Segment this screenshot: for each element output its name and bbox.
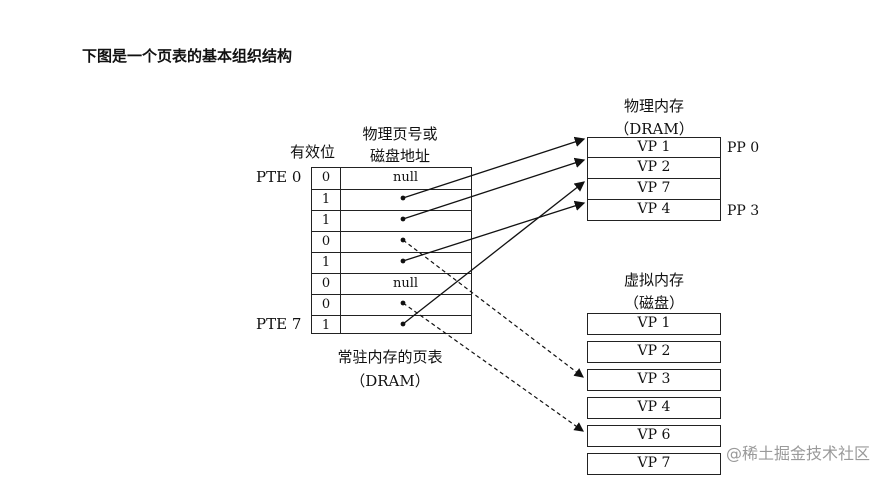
virtual-page: VP 2 xyxy=(587,341,721,363)
arrow-pte1-vp1 xyxy=(402,136,586,199)
valid-bit-cell: 1 xyxy=(312,316,341,334)
phys-page-label-line2: 磁盘地址 xyxy=(369,147,430,165)
valid-bit-cell: 1 xyxy=(312,253,341,273)
virtual-memory-title: 虚拟内存 xyxy=(623,271,684,289)
pointer-dot xyxy=(400,195,406,201)
pointer-dot xyxy=(400,300,406,306)
phys-page-label-line1: 物理页号或 xyxy=(362,125,438,143)
page-table: 0 null 1 1 0 1 0 null 0 1 xyxy=(311,167,472,334)
table-row: 1 xyxy=(312,315,471,334)
table-row: 0 null xyxy=(312,273,471,294)
address-cell: null xyxy=(392,276,419,291)
page-table-caption-line1: 常驻内存的页表 xyxy=(337,348,443,366)
physical-page: VP 1 xyxy=(587,137,721,158)
physical-page: VP 7 xyxy=(587,179,721,200)
valid-bit-cell: 0 xyxy=(312,295,341,315)
table-row: 0 null xyxy=(312,168,471,189)
physical-memory-subtitle: （DRAM） xyxy=(614,120,694,138)
physical-memory-title: 物理内存 xyxy=(623,97,684,115)
arrow-pte7-vp7 xyxy=(402,181,586,325)
virtual-page: VP 3 xyxy=(587,369,721,391)
pointer-dot xyxy=(400,216,406,222)
table-row: 1 xyxy=(312,210,471,231)
page-table-caption-line2: （DRAM） xyxy=(350,372,430,390)
arrow-pte4-vp4 xyxy=(402,200,586,262)
virtual-page: VP 1 xyxy=(587,313,721,335)
virtual-page: VP 7 xyxy=(587,453,721,475)
physical-page: VP 2 xyxy=(587,158,721,179)
pp0-label: PP 0 xyxy=(727,140,760,156)
pointer-dot xyxy=(400,258,406,264)
arrow-pte6-vp6 xyxy=(402,302,584,432)
table-row: 0 xyxy=(312,231,471,252)
address-cell: null xyxy=(392,170,419,185)
valid-bit-cell: 0 xyxy=(312,168,341,189)
virtual-memory-subtitle: （磁盘） xyxy=(623,294,684,312)
valid-bit-cell: 1 xyxy=(312,211,341,231)
table-row: 0 xyxy=(312,294,471,315)
pte7-label: PTE 7 xyxy=(256,315,302,333)
valid-bit-cell: 0 xyxy=(312,274,341,294)
table-row: 1 xyxy=(312,252,471,273)
arrow-pte3-vp3 xyxy=(402,239,584,378)
valid-bit-label: 有效位 xyxy=(290,143,336,161)
virtual-page: VP 6 xyxy=(587,425,721,447)
physical-page: VP 4 xyxy=(587,200,721,221)
pointer-dot xyxy=(400,237,406,243)
watermark: @稀土掘金技术社区 xyxy=(725,444,870,463)
pte0-label: PTE 0 xyxy=(256,168,302,186)
table-row: 1 xyxy=(312,189,471,210)
valid-bit-cell: 0 xyxy=(312,232,341,252)
virtual-page: VP 4 xyxy=(587,397,721,419)
arrow-pte2-vp2 xyxy=(402,157,586,220)
valid-bit-cell: 1 xyxy=(312,190,341,210)
pointer-dot xyxy=(400,321,406,327)
page-heading: 下图是一个页表的基本组织结构 xyxy=(82,47,293,65)
pp3-label: PP 3 xyxy=(727,203,760,219)
